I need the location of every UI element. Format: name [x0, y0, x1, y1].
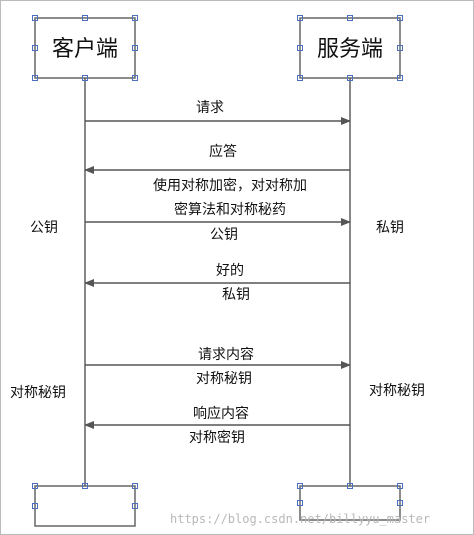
server-handle-bottom-mid-icon [347, 75, 353, 81]
client-symmetric-key-label: 对称秘钥 [10, 385, 66, 401]
client-handle-top-left-icon [32, 15, 38, 21]
server-title: 服务端 [317, 37, 383, 62]
data-response-line-2: 对称密钥 [189, 429, 245, 446]
server-handle-left-mid-icon [297, 45, 303, 51]
client-handle-left-mid-icon [32, 45, 38, 51]
server-bottom-handle-right-mid-icon [397, 500, 403, 506]
client-bottom-handle-left-mid-icon [32, 503, 38, 509]
server-handle-right-mid-icon [397, 45, 403, 51]
client-title: 客户端 [52, 37, 118, 62]
response-label: 应答 [209, 143, 237, 160]
watermark-text: https://blog.csdn.net/billyyu_master [170, 512, 430, 526]
client-bottom-handle-top-mid-icon [82, 483, 88, 489]
server-handle-top-right-icon [397, 15, 403, 21]
server-handle-bottom-left-icon [297, 75, 303, 81]
bottom-box-handles [32, 483, 403, 509]
server-handle-bottom-right-icon [397, 75, 403, 81]
server-top-handles [297, 15, 403, 81]
client-handle-bottom-left-icon [32, 75, 38, 81]
server-bottom-handle-top-left-icon [297, 483, 303, 489]
client-public-key-label: 公钥 [30, 220, 58, 236]
client-handle-right-mid-icon [132, 45, 138, 51]
client-handle-top-right-icon [132, 15, 138, 21]
request-label: 请求 [196, 100, 224, 116]
data-request-line-1: 请求内容 [198, 346, 254, 363]
server-bottom-handle-top-mid-icon [347, 483, 353, 489]
ok-message-line-1: 好的 [216, 263, 244, 279]
client-box: 客户端 [34, 17, 136, 79]
data-request-line-2: 对称秘钥 [196, 371, 252, 387]
data-response-line-1: 响应内容 [193, 405, 249, 422]
server-handle-top-left-icon [297, 15, 303, 21]
server-private-key-label: 私钥 [376, 220, 404, 236]
server-symmetric-key-label: 对称秘钥 [369, 383, 425, 399]
encryption-message-line-1: 使用对称加密，对对称加 [153, 177, 307, 194]
server-bottom-box [299, 485, 401, 521]
client-bottom-box [34, 485, 136, 527]
encryption-message-line-2: 密算法和对称秘药 [174, 201, 286, 218]
server-bottom-handle-top-right-icon [397, 483, 403, 489]
ok-message-line-2: 私钥 [222, 287, 250, 303]
client-handle-bottom-mid-icon [82, 75, 88, 81]
client-bottom-handle-right-mid-icon [132, 503, 138, 509]
client-top-handles [32, 15, 138, 81]
client-handle-bottom-right-icon [132, 75, 138, 81]
client-bottom-handle-top-left-icon [32, 483, 38, 489]
encryption-message-line-3: 公钥 [210, 227, 238, 243]
server-bottom-handle-left-mid-icon [297, 500, 303, 506]
server-box: 服务端 [299, 17, 401, 79]
client-bottom-handle-top-right-icon [132, 483, 138, 489]
client-handle-top-mid-icon [82, 15, 88, 21]
server-handle-top-mid-icon [347, 15, 353, 21]
